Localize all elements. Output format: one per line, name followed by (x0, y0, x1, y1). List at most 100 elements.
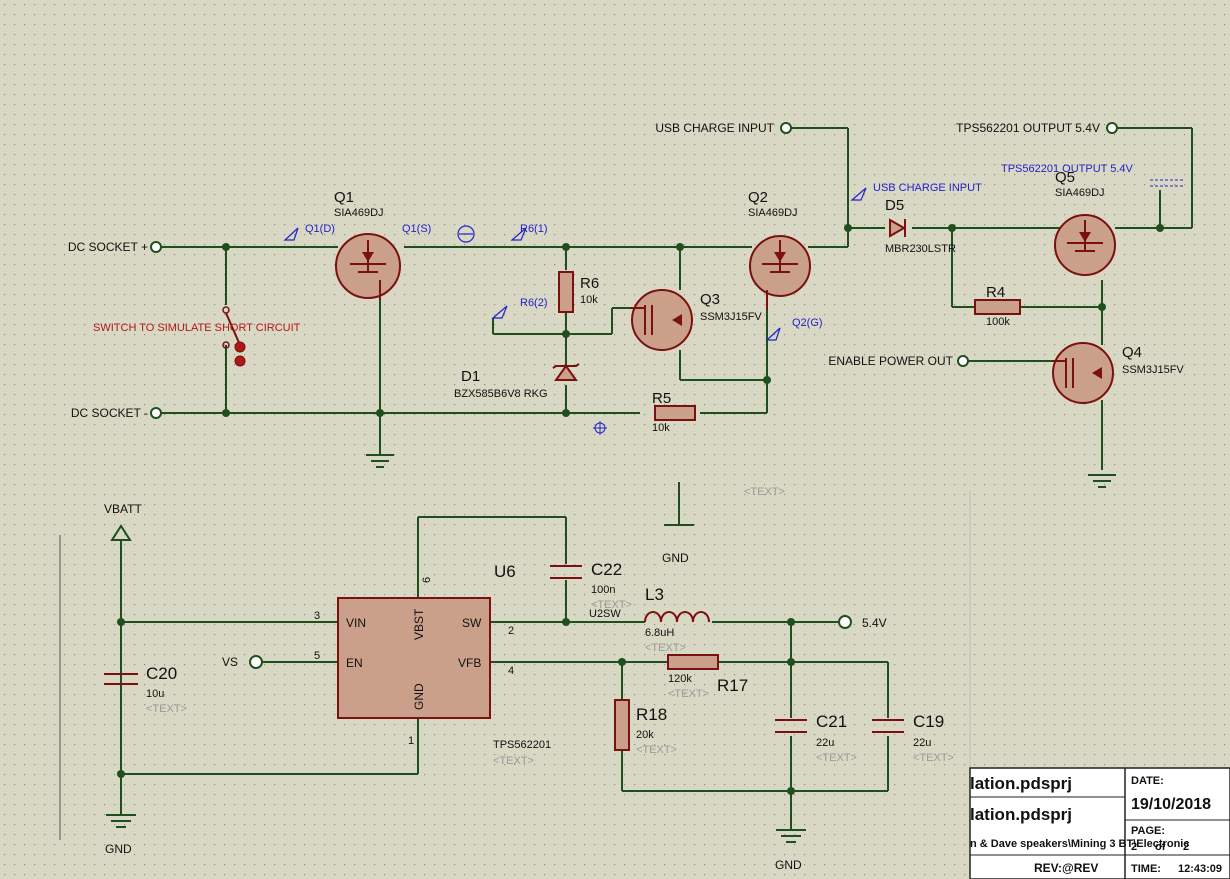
terminal-vs[interactable]: VS (222, 655, 263, 669)
resistor-r4[interactable] (974, 299, 1021, 315)
c20-ref: C20 (146, 664, 177, 683)
probe-q1d[interactable]: Q1(D) (283, 223, 335, 241)
u6-value: TPS562201 (493, 739, 551, 751)
pin-num-2: 2 (508, 625, 514, 637)
switch-label: SWITCH TO SIMULATE SHORT CIRCUIT (93, 322, 301, 334)
resistor-r6[interactable] (558, 271, 574, 313)
r4-value: 100k (986, 316, 1010, 328)
svg-text:5.4V: 5.4V (862, 616, 887, 630)
d5-ref: D5 (885, 197, 904, 214)
q2-value: SIA469DJ (748, 207, 798, 219)
terminal-usb-charge-input[interactable]: USB CHARGE INPUT (655, 121, 792, 135)
capacitor-c21[interactable] (775, 719, 807, 733)
svg-text:DC SOCKET -: DC SOCKET - (71, 406, 148, 420)
vbatt-power-symbol[interactable]: VBATT (104, 502, 142, 541)
title-block: lation.pdsprj lation.pdsprj n & Dave spe… (969, 767, 1230, 879)
q3-ref: Q3 (700, 291, 720, 308)
q5-ref: Q5 (1055, 169, 1075, 186)
u6-ref: U6 (494, 562, 516, 581)
svg-text:TPS562201 OUTPUT 5.4V: TPS562201 OUTPUT 5.4V (956, 121, 1100, 135)
bottom-wires (59, 490, 971, 840)
crosshair-marker (593, 421, 607, 435)
pin-vbst: VBST (412, 608, 426, 640)
pin-num-3: 3 (314, 610, 320, 622)
top-wires (162, 127, 1193, 525)
q1-ref: Q1 (334, 189, 354, 206)
resistor-r18[interactable] (614, 699, 630, 751)
inductor-l3[interactable] (644, 611, 710, 623)
c22-value: 100n (591, 584, 615, 596)
title-file-2: lation.pdsprj (970, 805, 1072, 824)
l3-value: 6.8uH (645, 627, 674, 639)
r17-value: 120k (668, 673, 692, 685)
terminal-dc-socket-minus[interactable]: DC SOCKET - (71, 406, 162, 420)
ground-symbol-q1 (366, 454, 394, 468)
svg-text:Q1(S): Q1(S) (402, 223, 431, 235)
title-rev: REV:@REV (1034, 861, 1098, 875)
svg-text:VBATT: VBATT (104, 502, 142, 516)
l3-text-placeholder: <TEXT> (645, 642, 686, 654)
resistor-r5[interactable] (654, 405, 696, 421)
diode-d5[interactable] (889, 218, 907, 238)
title-page-total: 2 (1183, 841, 1189, 853)
capacitor-c22[interactable] (550, 565, 582, 579)
d5-value: MBR230LSTR (885, 243, 956, 255)
zener-d1[interactable] (552, 363, 580, 381)
probe-q1s[interactable]: Q1(S) (402, 223, 475, 243)
title-file-1: lation.pdsprj (970, 774, 1072, 793)
svg-text:Q1(D): Q1(D) (305, 223, 335, 235)
c19-text-placeholder: <TEXT> (913, 752, 954, 764)
c19-ref: C19 (913, 712, 944, 731)
pin-num-4: 4 (508, 665, 514, 677)
probe-r6-1[interactable]: R6(1) (510, 223, 548, 241)
gnd-label-top: GND (662, 551, 689, 565)
mosfet-q4[interactable] (1052, 342, 1114, 404)
ground-symbol-q4 (1088, 474, 1116, 488)
q4-value: SSM3J15FV (1122, 364, 1184, 376)
pin-gnd: GND (412, 683, 426, 710)
pin-en: EN (346, 656, 363, 670)
q4-ref: Q4 (1122, 344, 1142, 361)
svg-text:ENABLE POWER OUT: ENABLE POWER OUT (828, 354, 953, 368)
capacitor-c19[interactable] (872, 719, 904, 733)
c19-value: 22u (913, 737, 931, 749)
title-page-of: of (1155, 841, 1166, 853)
terminal-tps-output[interactable]: TPS562201 OUTPUT 5.4V (956, 121, 1118, 135)
q1-value: SIA469DJ (334, 207, 384, 219)
mosfet-q2[interactable] (749, 235, 811, 310)
mosfet-q5[interactable] (1054, 214, 1116, 276)
svg-text:R6(1): R6(1) (520, 223, 548, 235)
u6-text-placeholder: <TEXT> (493, 755, 534, 767)
q5-value: SIA469DJ (1055, 187, 1105, 199)
ic-u6[interactable]: VIN EN SW VFB VBST GND (337, 597, 491, 719)
svg-text:USB CHARGE INPUT: USB CHARGE INPUT (655, 121, 774, 135)
mosfet-q1[interactable] (335, 233, 401, 300)
probe-q2g[interactable]: Q2(G) (765, 317, 823, 341)
c22-ref: C22 (591, 560, 622, 579)
probe-r6-2[interactable]: R6(2) (491, 297, 548, 319)
terminal-dc-socket-plus[interactable]: DC SOCKET + (68, 240, 162, 254)
title-path: n & Dave speakers\Mining 3 BT\Electronic (970, 838, 1189, 850)
mosfet-q3[interactable] (630, 289, 693, 351)
short-circuit-switch[interactable] (222, 306, 246, 367)
c20-value: 10u (146, 688, 164, 700)
r5-ref: R5 (652, 390, 671, 407)
l3-ref: L3 (645, 585, 664, 604)
title-date: 19/10/2018 (1131, 796, 1211, 813)
title-time-label: TIME: (1131, 863, 1161, 875)
resistor-r17[interactable] (667, 654, 719, 670)
r18-ref: R18 (636, 705, 667, 724)
d1-value: BZX585B6V8 RKG (454, 388, 548, 400)
probe-usb[interactable]: USB CHARGE INPUT (850, 182, 982, 201)
r4-ref: R4 (986, 284, 1005, 301)
probe-tps[interactable]: TPS562201 OUTPUT 5.4V (1001, 163, 1185, 187)
title-page-num: 2 (1131, 841, 1137, 853)
gnd-label-left: GND (105, 842, 132, 856)
q2-ref: Q2 (748, 189, 768, 206)
capacitor-c20[interactable] (104, 673, 138, 685)
u2sw-net-label: U2SW (589, 608, 621, 620)
terminal-5v4[interactable]: 5.4V (838, 615, 887, 630)
terminal-enable-power-out[interactable]: ENABLE POWER OUT (828, 354, 969, 368)
r17-ref: R17 (717, 676, 748, 695)
